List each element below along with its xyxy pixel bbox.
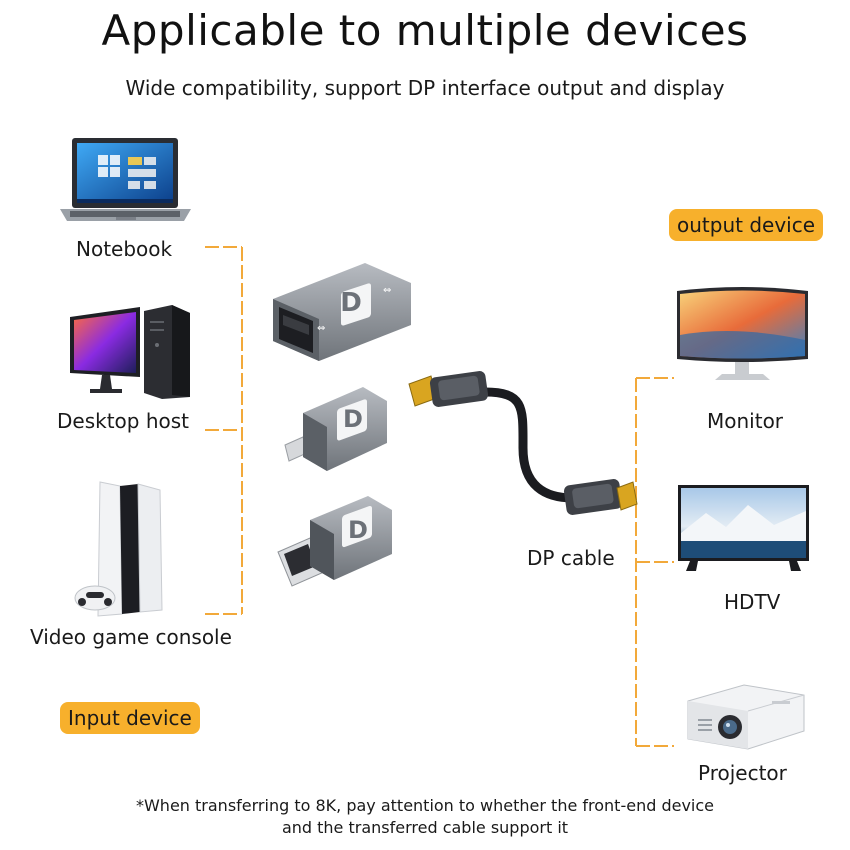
input-device-desktop-host: Desktop host [57,409,190,433]
mini-dp-adapter-icon: D [284,387,387,471]
dp-female-adapter-icon: D ⇔ ⇔ [273,263,411,361]
dp-cable-icon [408,371,638,515]
tv-icon [678,485,809,571]
page-subtitle: Wide compatibility, support DP interface… [125,76,725,100]
projector-icon [687,684,805,750]
laptop-icon [60,138,191,221]
footnote-line-1: *When transferring to 8K, pay attention … [135,796,715,815]
footnote: *When transferring to 8K, pay attention … [0,795,850,839]
output-device-monitor: Monitor [707,409,784,433]
desktop-pc-icon [70,305,190,399]
dp-logo-2: D [343,405,363,433]
dp-male-adapter-icon: D [277,496,392,587]
output-device-projector: Projector [698,761,787,785]
output-device-tag: output device [669,209,824,241]
dp-logo-3: D [348,516,368,544]
input-device-tag: Input device [60,702,200,734]
dp-cable-label: DP cable [527,546,615,570]
output-device-hdtv: HDTV [724,590,781,614]
input-device-video-game-console: Video game console [30,625,232,649]
game-console-icon [74,481,163,617]
monitor-icon [677,287,808,380]
dp-logo-1: D [340,288,362,318]
page-title: Applicable to multiple devices [101,6,749,55]
svg-text:⇔: ⇔ [317,323,325,334]
svg-text:⇔: ⇔ [383,285,391,296]
footnote-line-2: and the transferred cable support it [281,818,569,837]
input-device-notebook: Notebook [76,237,173,261]
